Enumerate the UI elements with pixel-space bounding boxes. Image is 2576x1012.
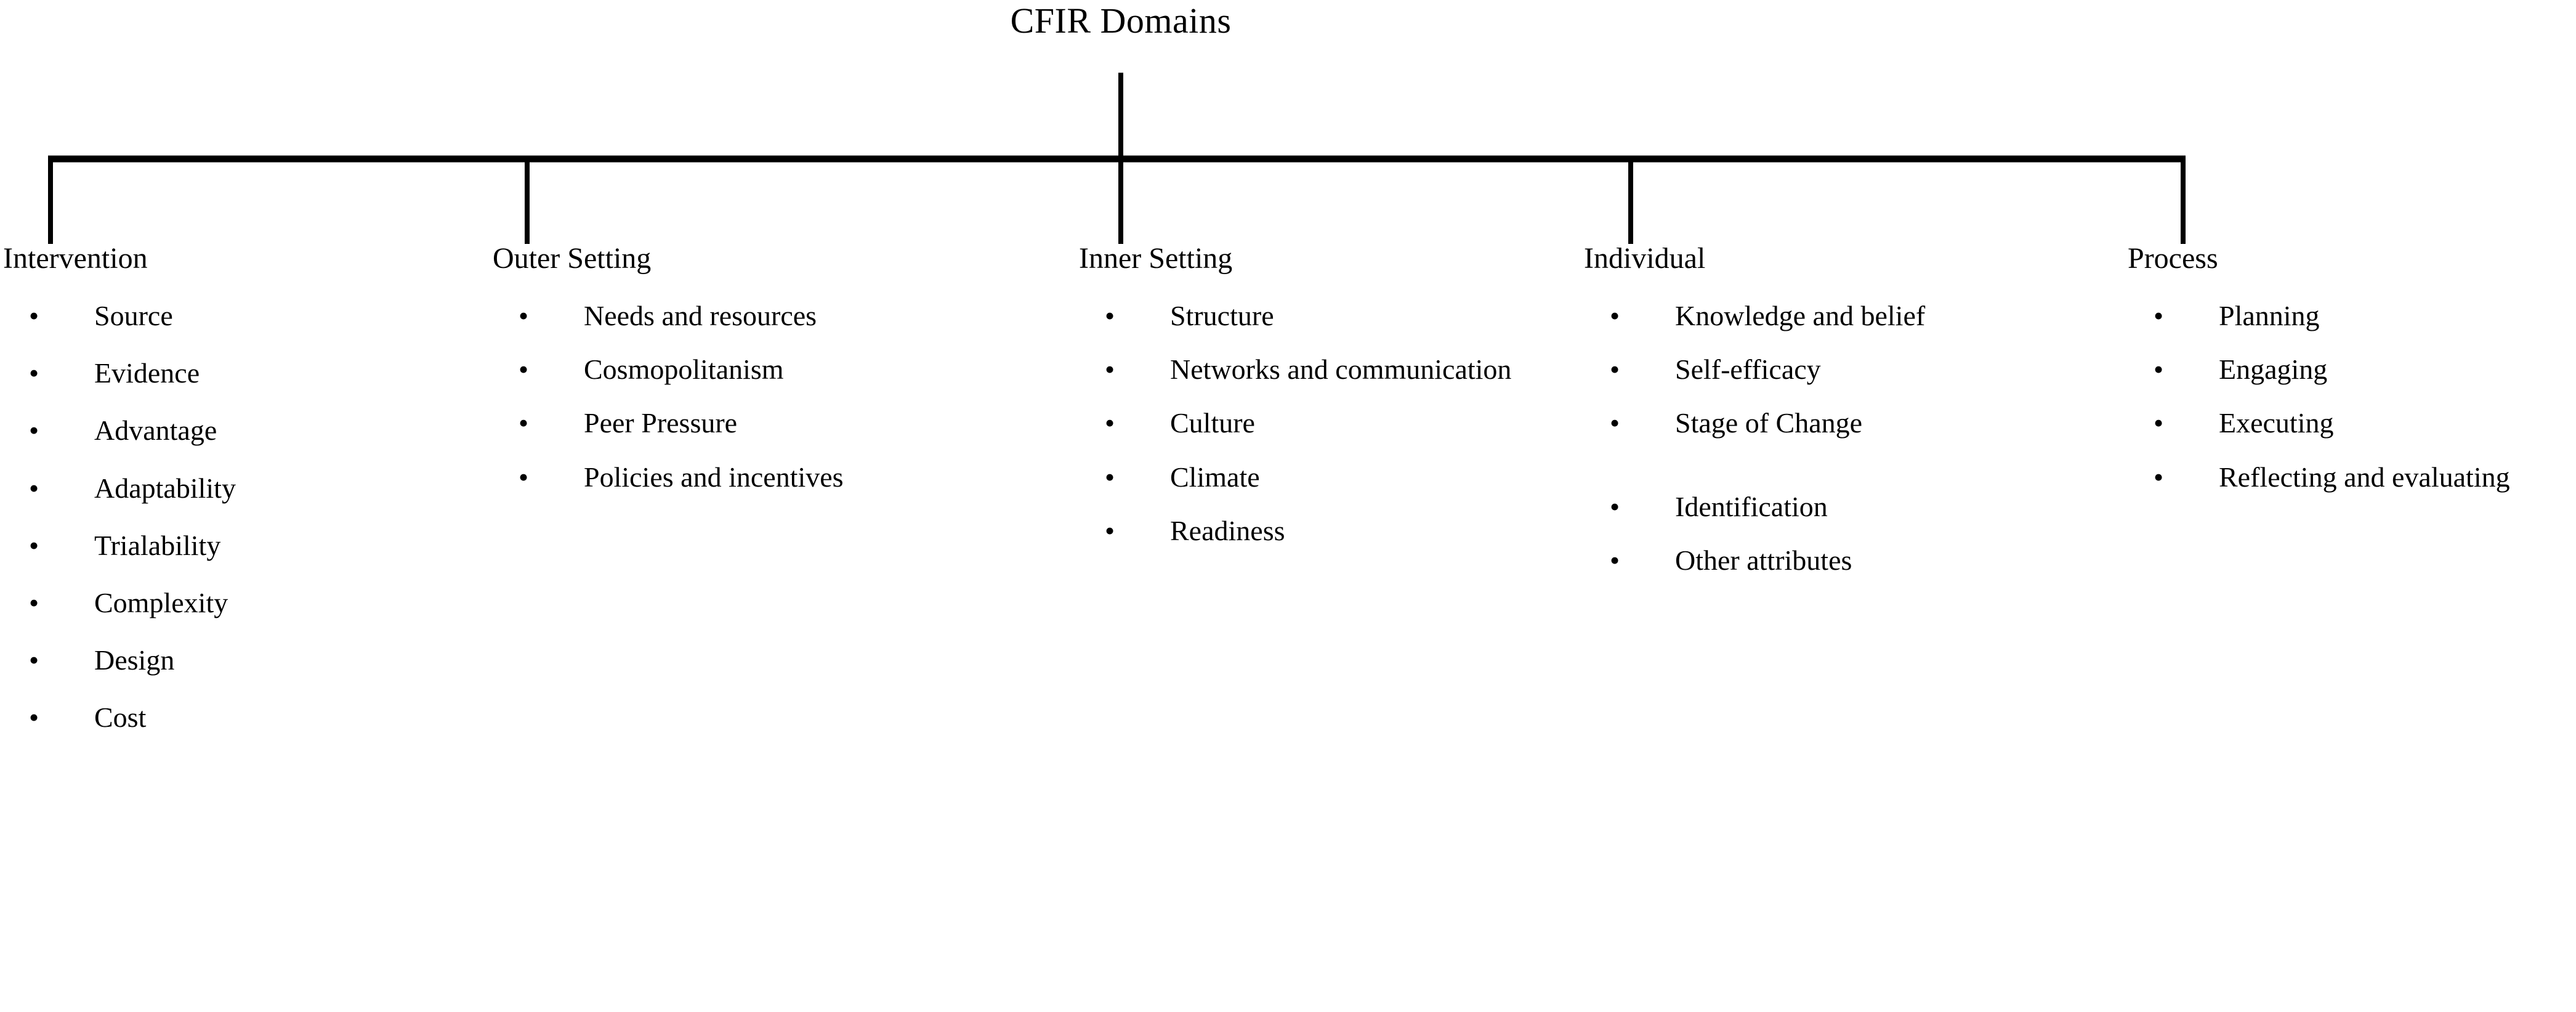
column-header-intervention: Intervention [3, 242, 148, 275]
bullet-icon: • [29, 357, 39, 389]
list-item: • Stage of Change [1584, 404, 2052, 442]
list-item: • Source [3, 297, 434, 334]
list-item-label: Executing [2219, 407, 2334, 439]
bullet-icon: • [519, 461, 529, 493]
bullet-icon: • [2154, 354, 2164, 386]
construct-list-inner-setting: • Structure • Networks and communication •… [1079, 297, 1535, 549]
list-item: • Reflecting and evaluating [2128, 458, 2559, 496]
list-item-label: Structure [1170, 300, 1274, 331]
bullet-icon: • [29, 529, 39, 561]
domain-column-intervention: Intervention • Source • Evidence • Advantag… [3, 244, 434, 756]
domain-column-outer-setting: Outer Setting • Needs and resources • Cosm… [493, 244, 924, 512]
bullet-icon: • [29, 472, 39, 504]
list-item-label: Adaptability [94, 472, 236, 504]
list-item-label: Complexity [94, 586, 228, 618]
list-item-label: Stage of Change [1675, 407, 1863, 439]
list-item-label: Self-efficacy [1675, 354, 1821, 386]
list-item: • Policies and incentives [493, 458, 924, 496]
list-item-label: Trialability [94, 529, 221, 561]
page-title: CFIR Domains [1010, 1, 1232, 41]
bullet-icon: • [1610, 354, 1620, 386]
list-item-label: Identification [1675, 490, 1828, 522]
bullet-icon: • [29, 702, 39, 734]
bullet-icon: • [1105, 514, 1115, 546]
construct-list-process: • Planning • Engaging • Executing • Reflecti… [2128, 297, 2559, 496]
column-header-process: Process [2128, 242, 2218, 275]
list-item-label: Networks and communication [1170, 354, 1512, 386]
bullet-icon: • [2154, 300, 2164, 331]
bullet-icon: • [519, 300, 529, 331]
construct-list-outer-setting: • Needs and resources • Cosmopolitanism • P… [493, 297, 924, 496]
list-item-label: Evidence [94, 357, 200, 389]
bullet-icon: • [29, 586, 39, 618]
list-item-label: Peer Pressure [584, 407, 738, 439]
bullet-icon: • [29, 300, 39, 331]
list-item: • Identification [1584, 488, 2052, 525]
domain-column-process: Process • Planning • Engaging • Executing •… [2128, 244, 2559, 512]
bullet-icon: • [29, 415, 39, 447]
list-item: • Planning [2128, 297, 2559, 334]
list-item-label: Policies and incentives [584, 461, 844, 493]
bullet-icon: • [29, 644, 39, 676]
list-item-label: Knowledge and belief [1675, 300, 1926, 331]
bullet-icon: • [2154, 461, 2164, 493]
list-item: • Evidence [3, 354, 434, 392]
list-item-label: Advantage [94, 415, 217, 447]
list-item-label: Culture [1170, 407, 1255, 439]
list-item-label: Planning [2219, 300, 2320, 331]
list-item: • Culture [1079, 404, 1535, 442]
list-item-label: Other attributes [1675, 544, 1852, 576]
bullet-icon: • [2154, 407, 2164, 439]
column-header-individual: Individual [1584, 242, 1706, 275]
list-item-label: Engaging [2219, 354, 2328, 386]
list-item-label: Readiness [1170, 514, 1285, 546]
list-item: • Cost [3, 698, 434, 736]
domain-column-individual: Individual • Knowledge and belief • Self-e… [1584, 244, 2052, 595]
list-item: • Climate [1079, 458, 1535, 496]
bullet-icon: • [1610, 490, 1620, 522]
list-item: • Readiness [1079, 512, 1535, 549]
list-item-label: Cost [94, 702, 147, 734]
list-item: • Complexity [3, 584, 434, 621]
list-item: • Networks and communication [1079, 350, 1535, 388]
list-item: • Needs and resources [493, 297, 924, 334]
list-item: • Adaptability [3, 469, 434, 507]
list-item: • Executing [2128, 404, 2559, 442]
domain-columns: Intervention • Source • Evidence • Advantag… [0, 244, 2576, 1012]
list-item: • Peer Pressure [493, 404, 924, 442]
bullet-icon: • [1610, 407, 1620, 439]
list-item: • Self-efficacy [1584, 350, 2052, 388]
list-item: • Engaging [2128, 350, 2559, 388]
list-item: • Design [3, 641, 434, 679]
bullet-icon: • [1105, 461, 1115, 493]
bullet-icon: • [1610, 300, 1620, 331]
bullet-icon: • [1105, 300, 1115, 331]
list-item-label: Needs and resources [584, 300, 817, 331]
list-item-label: Reflecting and evaluating [2219, 461, 2510, 493]
bullet-icon: • [519, 407, 529, 439]
list-item-label: Source [94, 300, 173, 331]
list-item: • Other attributes [1584, 541, 2052, 579]
list-item-label: Cosmopolitanism [584, 354, 784, 386]
bullet-icon: • [1105, 407, 1115, 439]
column-header-outer-setting: Outer Setting [493, 242, 652, 275]
bullet-icon: • [1610, 544, 1620, 576]
list-item: • Trialability [3, 527, 434, 564]
bullet-icon: • [519, 354, 529, 386]
domain-column-inner-setting: Inner Setting • Structure • Networks and c… [1079, 244, 1535, 565]
list-item: • Advantage [3, 411, 434, 449]
construct-list-individual: • Knowledge and belief • Self-efficacy • St… [1584, 297, 2052, 579]
list-item-label: Climate [1170, 461, 1260, 493]
list-item: • Knowledge and belief [1584, 297, 2052, 334]
column-header-inner-setting: Inner Setting [1079, 242, 1233, 275]
list-item-label: Design [94, 644, 175, 676]
list-item: • Structure [1079, 297, 1535, 334]
construct-list-intervention: • Source • Evidence • Advantage • Adaptabili… [3, 297, 434, 736]
bullet-icon: • [1105, 354, 1115, 386]
list-item: • Cosmopolitanism [493, 350, 924, 388]
